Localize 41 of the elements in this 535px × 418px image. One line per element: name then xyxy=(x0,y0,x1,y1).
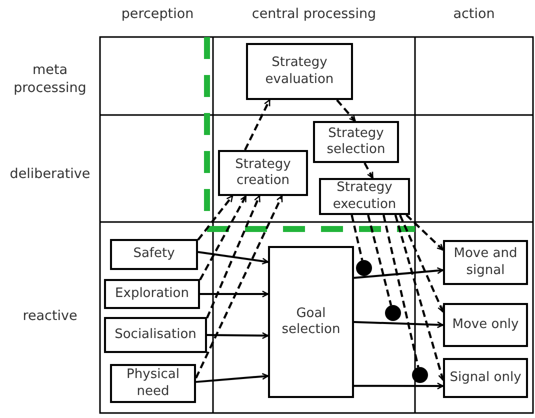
junction-dot xyxy=(385,305,401,321)
row-label: meta processing xyxy=(12,62,88,98)
process-box: Safety xyxy=(110,239,198,270)
column-header: action xyxy=(452,6,496,24)
process-box: Physical need xyxy=(110,364,196,403)
process-box: Exploration xyxy=(104,279,200,309)
junction-dot xyxy=(412,367,428,383)
process-box: Signal only xyxy=(443,358,528,398)
arrow xyxy=(354,382,444,390)
arrow xyxy=(197,195,234,241)
row-label: deliberative xyxy=(8,166,92,184)
row-label: reactive xyxy=(22,308,78,326)
arrow xyxy=(406,214,444,251)
arrow xyxy=(198,251,269,265)
arrow xyxy=(364,162,374,179)
column-header: central processing xyxy=(250,6,378,24)
column-header: perception xyxy=(120,6,195,24)
connector-line xyxy=(350,214,364,260)
process-box: Socialisation xyxy=(104,317,207,353)
arrow xyxy=(398,214,444,312)
process-box: Goal selection xyxy=(268,246,354,398)
process-box: Strategy execution xyxy=(319,178,410,215)
arrow xyxy=(196,373,269,383)
arrow xyxy=(354,321,444,328)
process-box: Move and signal xyxy=(443,240,528,285)
arrow xyxy=(244,99,271,150)
arrow xyxy=(195,195,283,379)
arrow xyxy=(206,332,269,340)
arrow xyxy=(354,267,444,279)
junction-dot xyxy=(356,260,372,276)
process-box: Strategy evaluation xyxy=(246,43,353,100)
connector-line xyxy=(382,214,420,368)
connector-line xyxy=(367,214,392,306)
arrow xyxy=(336,99,356,122)
arrow xyxy=(206,195,260,319)
arrow xyxy=(199,195,247,280)
process-box: Move only xyxy=(443,303,528,347)
arrow xyxy=(200,290,269,298)
process-box: Strategy creation xyxy=(218,150,308,196)
process-box: Strategy selection xyxy=(313,121,399,163)
arrow xyxy=(394,214,445,381)
